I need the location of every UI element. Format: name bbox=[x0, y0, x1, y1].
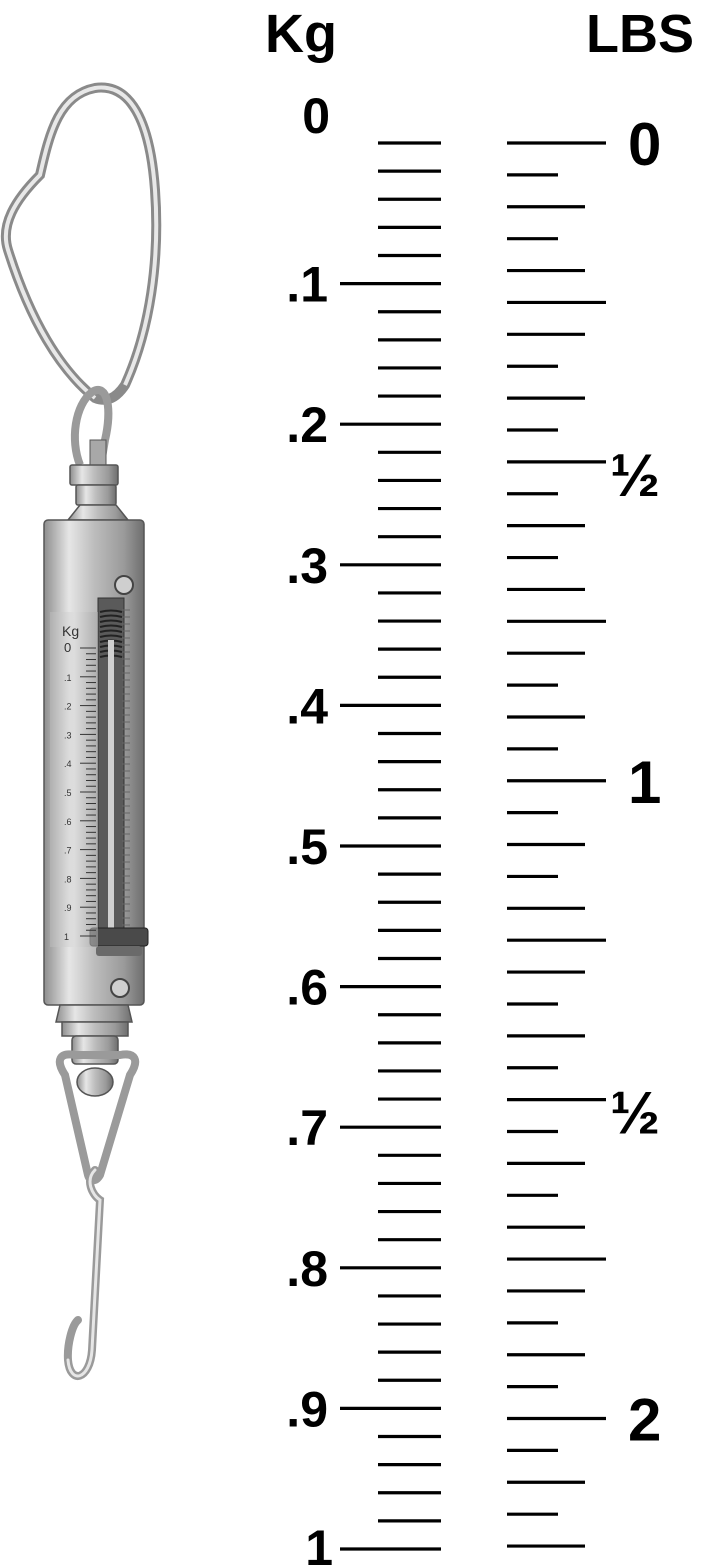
lbs-tick-label: 1 bbox=[628, 749, 661, 816]
lbs-tick-labels: 0 ½ 1 ½ 2 bbox=[610, 111, 661, 1454]
spring-coil bbox=[99, 619, 123, 623]
spring-coil bbox=[99, 629, 123, 633]
indicator-marker bbox=[89, 927, 149, 947]
spring-coils bbox=[99, 609, 130, 926]
spring-coil bbox=[99, 614, 123, 618]
kg-tick-label: .7 bbox=[286, 1100, 328, 1156]
kg-tick-label: 1 bbox=[305, 1520, 333, 1567]
dial-label: .3 bbox=[64, 730, 72, 740]
dial-label: .9 bbox=[64, 903, 72, 913]
lbs-tick-marks bbox=[507, 141, 606, 1548]
dial-label: 1 bbox=[64, 932, 69, 942]
dial-label: .2 bbox=[64, 702, 72, 712]
lbs-tick-label: ½ bbox=[610, 1080, 660, 1147]
kg-unit-header: Kg bbox=[265, 4, 337, 64]
kg-tick-label: .9 bbox=[286, 1381, 328, 1437]
kg-tick-marks bbox=[340, 141, 441, 1551]
kg-tick-label: .5 bbox=[286, 819, 328, 875]
lbs-tick-label: 2 bbox=[628, 1387, 661, 1454]
dial-label: .4 bbox=[64, 759, 72, 769]
dial-unit-label: Kg bbox=[62, 623, 79, 639]
dial-label: .8 bbox=[64, 874, 72, 884]
spring-coil bbox=[99, 634, 123, 638]
kg-tick-label: .4 bbox=[286, 678, 328, 734]
lbs-tick-label: 0 bbox=[628, 111, 661, 178]
spring-scale-illustration: Kg 0 .1 .2 .3 .4 .5 .6 .7 .8 .9 1 bbox=[0, 82, 162, 1380]
kg-tick-label: .8 bbox=[286, 1241, 328, 1297]
dial-label: .5 bbox=[64, 788, 72, 798]
spring-coil bbox=[99, 624, 123, 628]
spring-coil bbox=[99, 609, 123, 613]
kg-tick-label: 0 bbox=[302, 88, 330, 144]
dial-label: .6 bbox=[64, 817, 72, 827]
dial-label: .1 bbox=[64, 673, 72, 683]
kg-tick-label: .3 bbox=[286, 538, 328, 594]
kg-tick-label: .1 bbox=[286, 257, 328, 313]
dial-label: .7 bbox=[64, 846, 72, 856]
lbs-tick-label: ½ bbox=[610, 442, 660, 509]
kg-tick-label: .2 bbox=[286, 397, 328, 453]
dial-scale: Kg 0 .1 .2 .3 .4 .5 .6 .7 .8 .9 1 bbox=[62, 623, 96, 942]
top-hanging-loop bbox=[0, 82, 162, 405]
lbs-unit-header: LBS bbox=[586, 4, 694, 64]
upper-wire-hook bbox=[70, 386, 113, 471]
dial-label: 0 bbox=[64, 640, 71, 655]
kg-tick-label: .6 bbox=[286, 960, 328, 1016]
kg-tick-labels: 0 .1 .2 .3 .4 .5 .6 .7 .8 .9 1 bbox=[286, 88, 333, 1567]
